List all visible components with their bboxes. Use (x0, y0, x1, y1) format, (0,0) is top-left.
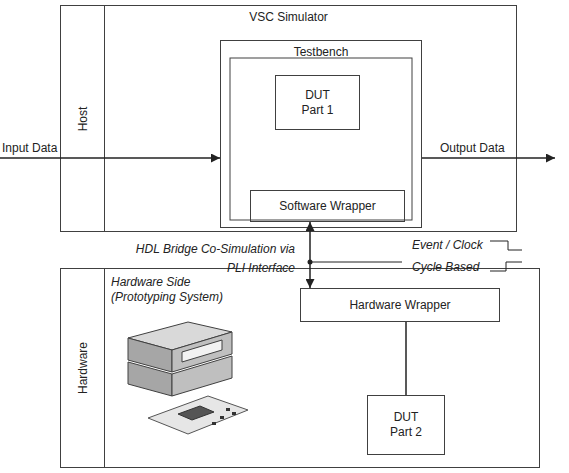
dut-box: DUT Part 1 (275, 75, 360, 130)
wrapper-box: Software Wrapper (250, 190, 405, 222)
leader-line (310, 262, 402, 263)
band-label: Host (75, 106, 90, 131)
box-heading: Testbench (221, 45, 421, 60)
host-band: Host (60, 5, 105, 232)
box-label: DUT Part 2 (384, 410, 428, 440)
box-label: Hardware Wrapper (349, 298, 450, 313)
mode-label: Cycle Based (412, 260, 479, 275)
event-waveform (490, 241, 522, 250)
box-heading: VSC Simulator (61, 10, 516, 25)
junction-dot (308, 260, 313, 265)
interface-label: HDL Bridge Co-Simulation via PLI Interfa… (135, 240, 295, 278)
box-label: Software Wrapper (279, 199, 376, 214)
dut-box: DUT Part 2 (367, 395, 445, 455)
signal-label: Input Data (2, 141, 57, 156)
mode-label: Event / Clock (412, 238, 483, 253)
testbench-frame: TestbenchDUT Part 1 Software Wrapper (220, 40, 422, 228)
simulator-frame: VSC SimulatorHost TestbenchDUT Part 1 Soft… (60, 5, 517, 232)
hardware-frame: Hardware Side (Prototyping System) Hardwa… (60, 268, 540, 468)
band-label: Hardware (75, 342, 90, 394)
hardware-band: Hardware (60, 268, 105, 468)
wrapper-box: Hardware Wrapper (300, 288, 500, 322)
box-label: DUT Part 1 (296, 88, 340, 118)
signal-label: Output Data (440, 141, 505, 156)
box-heading: Hardware Side (Prototyping System) (111, 275, 246, 305)
